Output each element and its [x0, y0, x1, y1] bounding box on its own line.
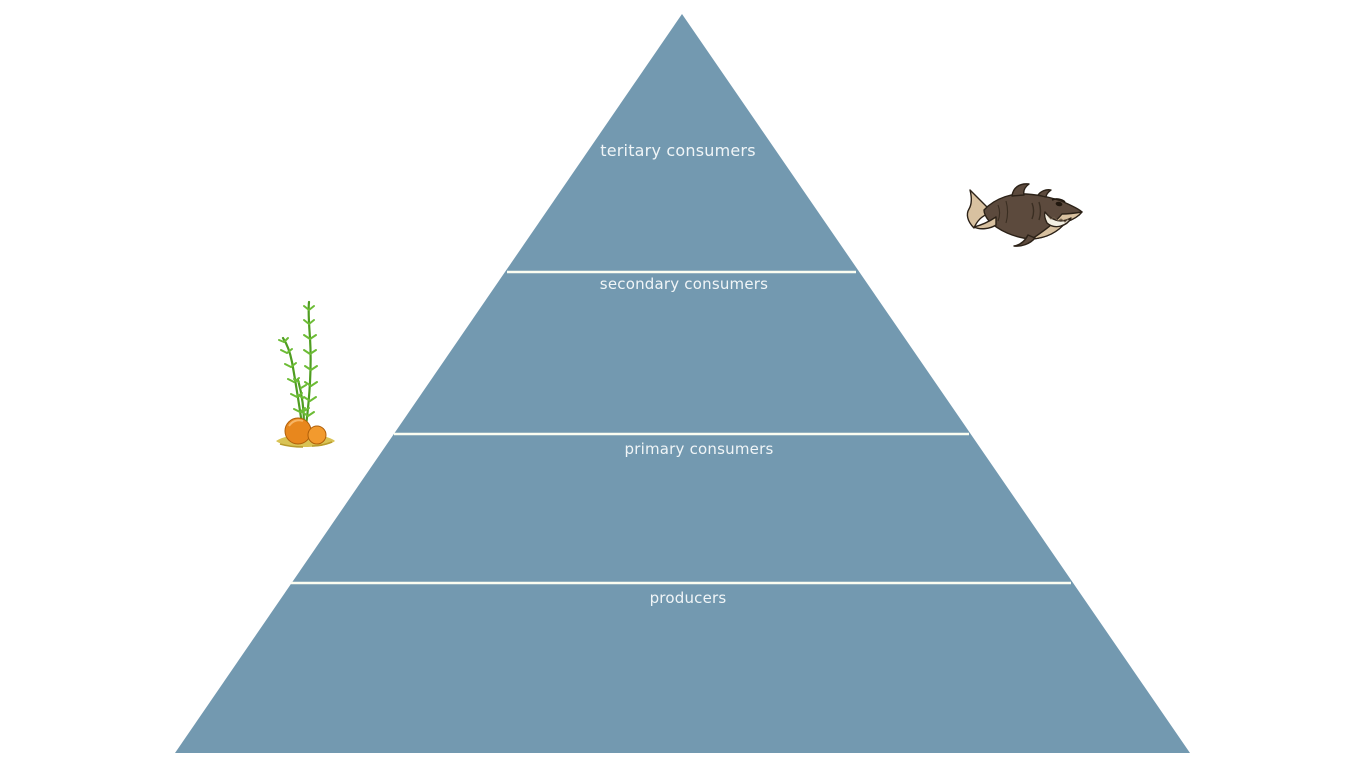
shark-gills	[1031, 201, 1042, 221]
sand-detail	[279, 441, 333, 448]
shark-teeth	[1047, 215, 1069, 223]
label-secondary-consumers: secondary consumers	[599, 275, 769, 293]
shark-dorsal-fin	[1011, 183, 1030, 197]
label-producers: producers	[649, 589, 727, 607]
rock-large	[284, 417, 312, 445]
shark-shading	[997, 200, 1009, 224]
shark-pectoral-fin	[973, 216, 997, 230]
shark-eye	[1055, 201, 1063, 207]
shark-back-fin	[1037, 189, 1052, 198]
rock-highlight	[288, 419, 304, 427]
label-primary-consumers: primary consumers	[624, 440, 774, 458]
rock-small	[307, 425, 327, 445]
shark-image[interactable]	[962, 183, 1088, 247]
seaweed-image[interactable]	[272, 298, 340, 450]
shark-lower-fin	[1013, 234, 1036, 247]
label-tertiary-consumers: teritary consumers	[600, 141, 756, 160]
seaweed-leaves	[278, 305, 318, 417]
shark-mouth	[1043, 211, 1072, 228]
shark-brow	[1051, 198, 1066, 203]
pyramid-shape	[175, 14, 1190, 753]
shark-tail	[966, 189, 989, 229]
